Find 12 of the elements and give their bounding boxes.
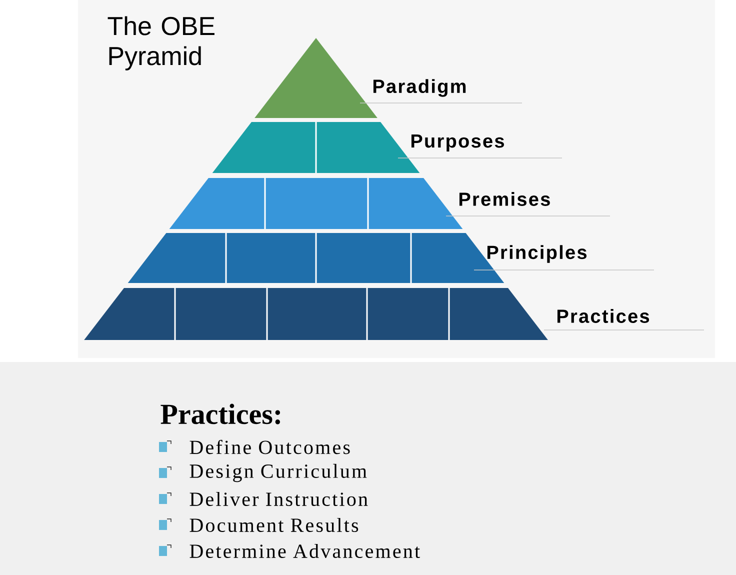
tier-label: Principles (474, 245, 654, 270)
tier-label: Premises (446, 192, 610, 216)
list-item: Define Outcomes (190, 440, 350, 454)
title: The OBE Pyramid (108, 16, 214, 70)
tier-label: Paradigm (360, 79, 522, 104)
list-item: Design Curriculum (190, 464, 367, 482)
tier-label: Practices (544, 309, 704, 330)
list-item: Determine Advancement (190, 544, 420, 558)
list-heading: Practices: (160, 404, 280, 424)
list-item: Deliver Instruction (190, 492, 368, 506)
tier-label: Purposes (398, 134, 562, 158)
list-item: Document Results (190, 518, 358, 532)
